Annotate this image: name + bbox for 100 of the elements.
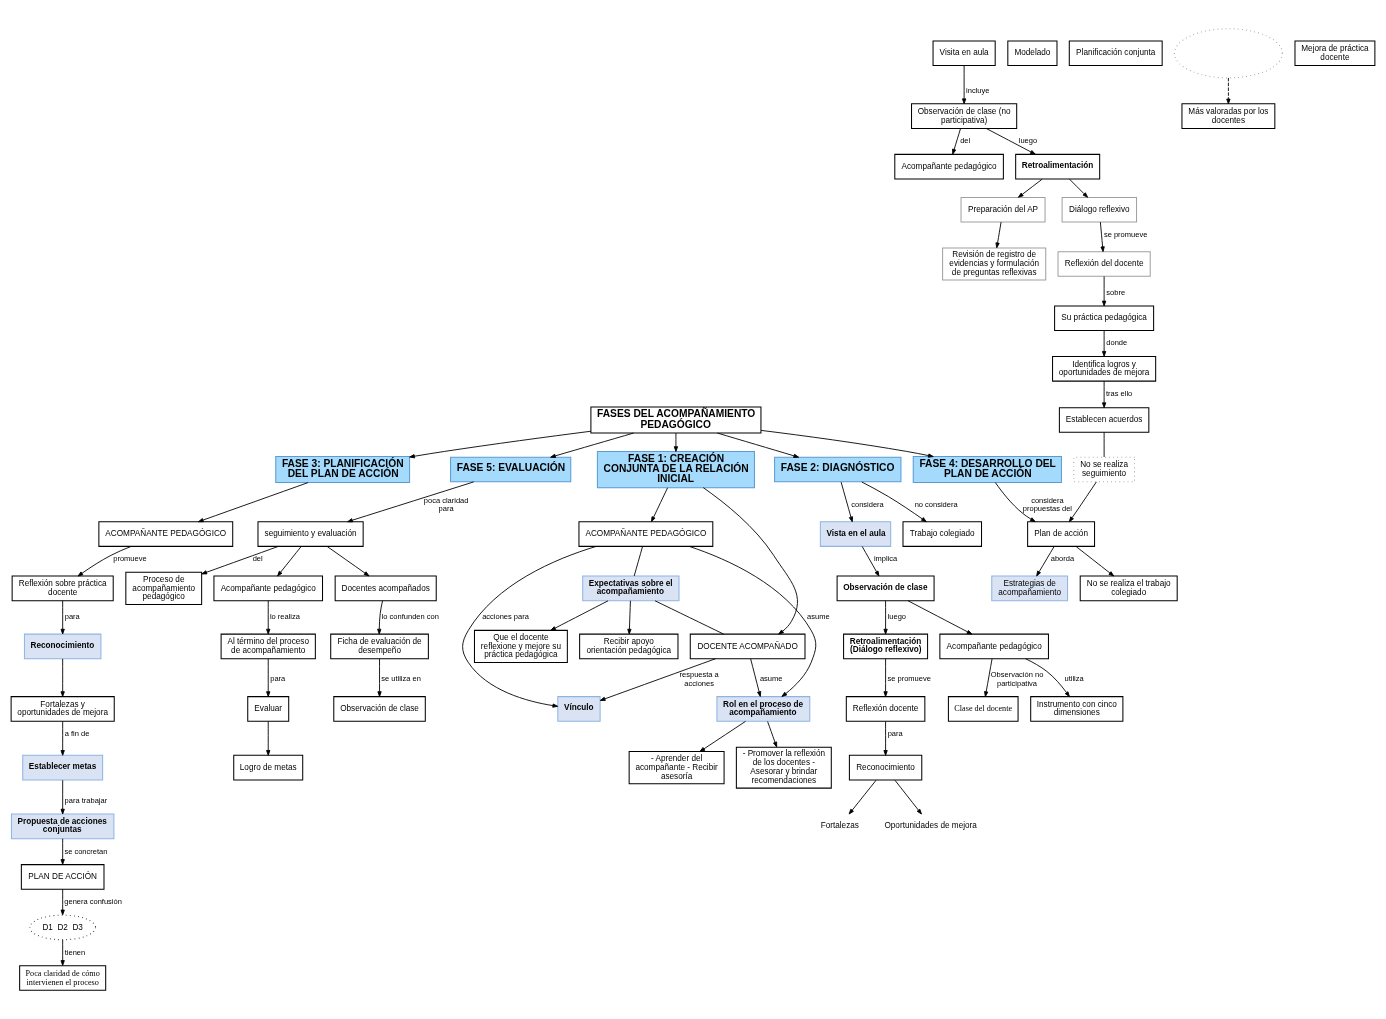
arrow <box>266 658 271 697</box>
arrow <box>1036 546 1055 577</box>
edge-label: incluye <box>966 85 990 95</box>
arrow <box>77 546 132 577</box>
edge-label: poca claridad para <box>423 495 469 513</box>
arrow <box>848 779 877 815</box>
arrow <box>60 658 65 697</box>
arrow <box>673 432 679 452</box>
edge-label: aborda <box>1050 554 1075 564</box>
edge-label: acciones para <box>482 612 529 622</box>
arrow <box>1075 546 1115 577</box>
arrow <box>651 487 668 523</box>
arrow <box>1099 221 1105 253</box>
arrow <box>883 600 888 635</box>
arrow <box>1069 178 1089 198</box>
arrow <box>60 838 65 865</box>
node-box: FASE 5: EVALUACIÓN <box>450 456 572 483</box>
arrow <box>1102 330 1107 357</box>
edge-label: sobre <box>1106 287 1126 297</box>
arrow <box>883 721 888 756</box>
edge-label: luego <box>887 612 907 622</box>
edge-label: tienen <box>64 947 86 957</box>
edge-label: se promueve <box>1103 229 1148 239</box>
arrow <box>266 600 271 635</box>
node-ellipse <box>1173 28 1283 79</box>
edge-label: considera <box>851 499 884 509</box>
edge-label: luego <box>1018 136 1038 146</box>
arrow <box>266 721 271 756</box>
edge-label: no considera <box>914 499 958 509</box>
arrow <box>1025 658 1070 697</box>
edge-label: a fin de <box>64 729 90 739</box>
arrow <box>1017 178 1043 198</box>
node-box: FASE 2: DIAGNÓSTICO <box>774 456 902 483</box>
arrow <box>1102 380 1107 409</box>
arrow <box>861 546 880 577</box>
arrow <box>907 600 973 635</box>
edge-label: utiliza <box>1064 674 1084 684</box>
node-box: FASE 4: DESARROLLO DEL PLAN DE ACCIÓN <box>912 456 1062 484</box>
arrow <box>767 721 778 748</box>
edge-label: promueve <box>113 554 147 564</box>
edge-label: genera confusión <box>64 897 122 907</box>
arrow <box>60 600 65 635</box>
arrow <box>894 779 922 815</box>
edge-label: se concretan <box>64 846 108 856</box>
arrow <box>60 939 65 966</box>
edge-label: para <box>64 612 80 622</box>
edge-label: para <box>887 729 903 739</box>
arrow <box>984 658 993 697</box>
node-box: FASE 1: CREACIÓN CONJUNTA DE LA RELACIÓN INICIAL <box>596 450 755 489</box>
edge-label: lo realiza <box>269 612 300 622</box>
edge-label: asume <box>807 612 830 622</box>
arrow <box>699 720 747 752</box>
arrow <box>985 128 1036 155</box>
edge-label: lo confunden con <box>381 612 439 622</box>
edge-label: se utiliza en <box>381 674 421 684</box>
arrow <box>760 429 934 458</box>
edge-label: del <box>252 554 263 564</box>
edge-label: asume <box>759 674 783 684</box>
arrow <box>840 481 854 523</box>
arrow <box>60 779 65 815</box>
arrow <box>377 600 383 635</box>
edge-label: del <box>960 136 971 146</box>
arrow <box>409 430 592 459</box>
arrow <box>377 658 382 697</box>
edge-label: se promueve <box>887 674 931 684</box>
arrow <box>1068 481 1097 523</box>
edge-label: donde <box>1106 338 1128 348</box>
arrow <box>599 658 716 701</box>
edge-label: Observación no participativa <box>990 670 1044 688</box>
arrow <box>702 487 798 635</box>
arrow <box>627 600 632 635</box>
arrow <box>550 600 609 631</box>
connector <box>1103 431 1105 458</box>
arrow <box>60 888 65 916</box>
arrow <box>1226 77 1231 105</box>
node-box: FASES DEL ACOMPAÑAMIENTO PEDAGÓGICO <box>590 406 762 434</box>
edge-label: para trabajar <box>64 796 108 806</box>
edge-label: implica <box>873 554 898 564</box>
edge-label: para <box>270 674 286 684</box>
arrow <box>462 545 597 708</box>
arrow <box>201 545 279 575</box>
arrow <box>60 721 65 756</box>
edge-label: tras ello <box>1106 389 1133 398</box>
arrow <box>347 481 475 523</box>
arrow <box>883 658 888 697</box>
arrow <box>861 481 927 523</box>
arrow <box>198 482 309 523</box>
arrow <box>962 65 967 105</box>
connector <box>633 546 643 577</box>
arrow <box>277 546 302 577</box>
arrow <box>952 128 961 155</box>
arrow <box>995 221 1002 249</box>
arrow <box>994 482 1036 523</box>
edge-label: considera propuestas del <box>1022 495 1073 513</box>
node-box: FASE 3: PLANIFICACIÓN DEL PLAN DE ACCIÓN <box>275 456 411 484</box>
edge-label: respuesta a acciones <box>679 670 719 688</box>
arrow <box>750 658 762 697</box>
arrow <box>326 545 370 577</box>
arrow <box>1102 275 1107 307</box>
connector <box>654 600 725 635</box>
